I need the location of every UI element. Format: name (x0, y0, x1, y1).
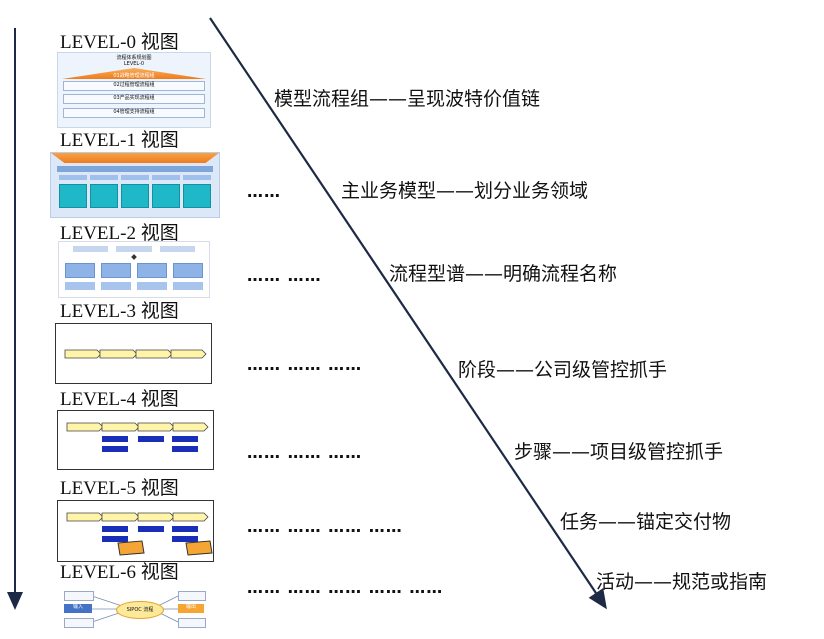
thumb1-orange-band (51, 153, 219, 163)
thumb1-cyan-row (59, 184, 211, 208)
level-1-thumbnail (50, 152, 220, 218)
thumb2-diamond (131, 254, 137, 260)
thumb0-row-4: 04管理支持流程组 (63, 108, 205, 118)
thumb2-top-row (73, 246, 195, 252)
level-2-thumbnail (58, 241, 210, 298)
thumb0-subtitle: LEVEL-0 (123, 61, 145, 67)
level-1-label: LEVEL-1 视图 (60, 130, 179, 151)
thumb4-graphic (66, 422, 209, 452)
level-6-label: LEVEL-6 视图 (60, 562, 179, 583)
level-0-thumbnail: 流程体系规划图 LEVEL-0 01战略管理流程组 02过程管理流程组 03产品… (57, 52, 211, 128)
thumb2-box-row (65, 263, 203, 278)
level-0-description: 模型流程组——呈现波特价值链 (274, 88, 541, 110)
level-4-ellipsis: …… …… …… (247, 443, 363, 462)
thumb3-chevrons (64, 349, 207, 359)
level-5-ellipsis: …… …… …… …… (247, 517, 403, 536)
thumb6-output-box: 输出 (178, 604, 204, 613)
level-3-description: 阶段——公司级管控抓手 (458, 359, 668, 381)
thumb2-box-row-2 (65, 282, 203, 290)
thumb6-box-bottom-right (178, 618, 206, 628)
level-2-ellipsis: …… …… (247, 266, 322, 285)
thumb5-graphic (66, 512, 213, 556)
level-3-thumbnail (55, 323, 212, 384)
level-2-label: LEVEL-2 视图 (60, 223, 179, 244)
thumb0-top-band: 01战略管理流程组 (62, 68, 206, 79)
level-4-thumbnail (57, 410, 214, 470)
thumb6-input-box: 输入 (64, 604, 92, 613)
level-2-description: 流程型谱——明确流程名称 (389, 263, 618, 285)
level-6-description: 活动——规范或指南 (596, 571, 768, 593)
level-5-thumbnail (57, 500, 214, 562)
diagonal-arrow (209, 17, 607, 610)
level-5-label: LEVEL-5 视图 (60, 478, 179, 499)
level-4-description: 步骤——项目级管控抓手 (514, 441, 724, 463)
thumb0-row-1: 01战略管理流程组 (113, 73, 155, 79)
level-6-ellipsis: …… …… …… …… …… (247, 578, 444, 597)
level-1-ellipsis: …… (247, 182, 281, 201)
thumb0-title: 流程体系规划图 (116, 55, 152, 61)
thumb6-box-bottom-left (64, 618, 94, 628)
level-3-label: LEVEL-3 视图 (60, 301, 179, 322)
level-4-label: LEVEL-4 视图 (60, 389, 179, 410)
thumb0-row-2: 02过程管理流程组 (63, 81, 205, 91)
thumb6-box-top-left (64, 591, 94, 601)
level-5-description: 任务——锚定交付物 (560, 511, 732, 533)
thumb6-center-node: SIPOC 流程 (116, 601, 164, 619)
level-1-description: 主业务模型——划分业务领域 (341, 180, 589, 202)
thumb6-box-top-right (178, 591, 206, 601)
thumb1-blue-strip (57, 166, 213, 172)
level-6-thumbnail: 输入 SIPOC 流程 输出 (58, 588, 218, 630)
thumb0-row-3: 03产品实现流程组 (63, 94, 205, 104)
thumb1-small-row (59, 175, 211, 180)
level-0-label: LEVEL-0 视图 (60, 32, 179, 53)
level-3-ellipsis: …… …… …… (247, 355, 363, 374)
